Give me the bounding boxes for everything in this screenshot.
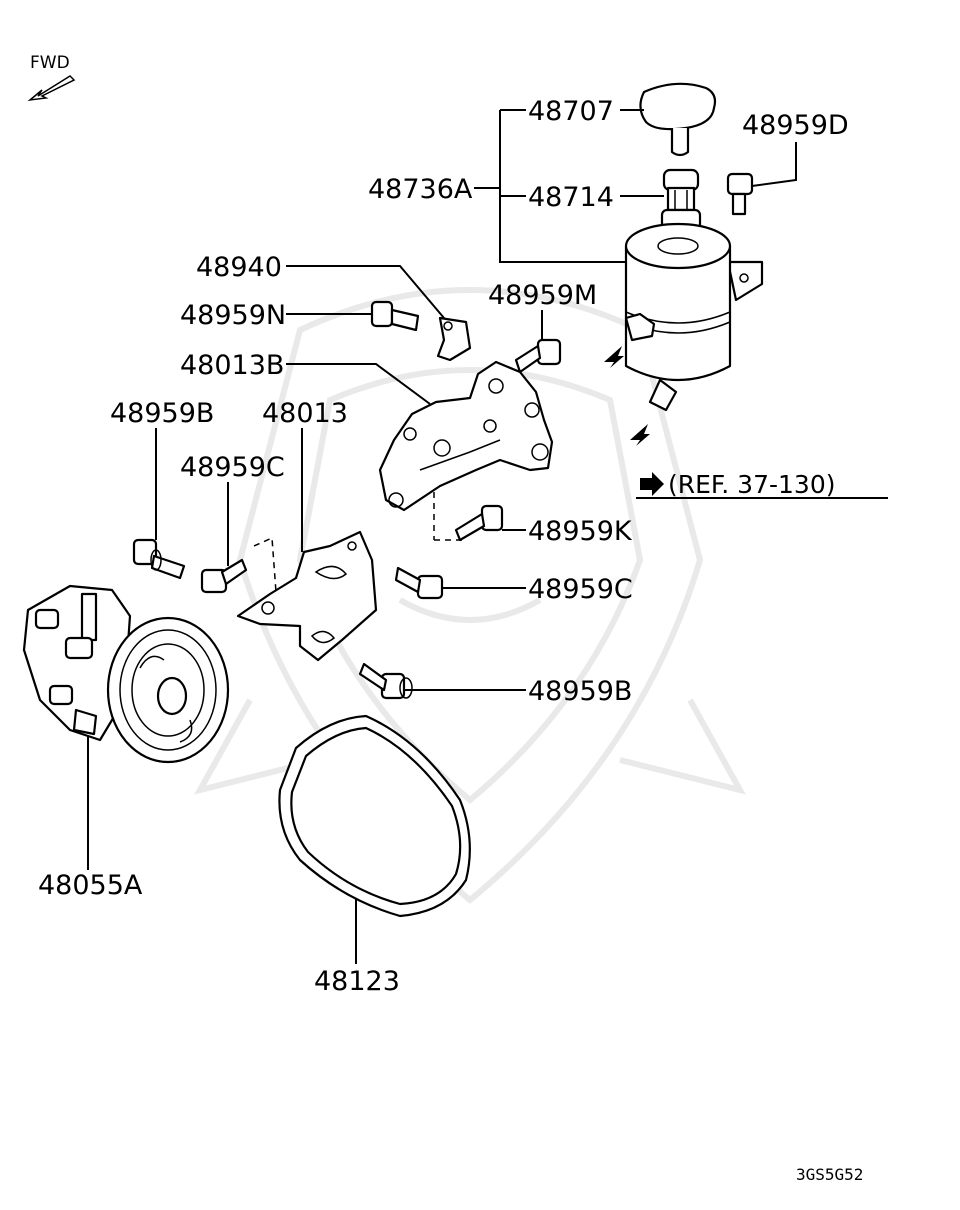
label-48707: 48707 [528, 96, 614, 127]
label-48959c-left: 48959C [180, 452, 285, 483]
leader-lines [87, 109, 888, 964]
bracket-48940 [436, 316, 472, 362]
label-48959k: 48959K [528, 516, 633, 547]
fwd-indicator: FWD [27, 53, 76, 102]
label-48959m: 48959M [488, 280, 597, 311]
bolt-48959n [370, 300, 420, 332]
label-48959c-right: 48959C [528, 574, 633, 605]
reference-note: (REF. 37-130) [640, 470, 835, 499]
fwd-label: FWD [30, 53, 70, 73]
label-48123: 48123 [314, 966, 400, 997]
label-48959b-top: 48959B [110, 398, 214, 429]
bolt-48959k [454, 504, 504, 542]
label-48940: 48940 [196, 252, 282, 283]
label-48055a: 48055A [38, 870, 143, 901]
fwd-arrow-icon [27, 75, 76, 102]
label-48736a: 48736A [368, 174, 473, 205]
label-48959d: 48959D [742, 110, 849, 141]
label-48959n: 48959N [180, 300, 286, 331]
drawing-code: 3GS5G52 [796, 1165, 863, 1184]
bolt-48959b-left [132, 538, 186, 580]
bracket-48013b [378, 360, 554, 541]
reference-label: (REF. 37-130) [668, 470, 835, 499]
bolt-48959d [726, 172, 754, 216]
bolt-48959m [514, 338, 562, 374]
bolt-48959c-left [200, 558, 248, 594]
label-48959b-right: 48959B [528, 676, 632, 707]
bracket-48013 [236, 530, 378, 662]
bolt-48959b-right [358, 662, 413, 700]
label-48714: 48714 [528, 182, 614, 213]
label-48013b: 48013B [180, 350, 284, 381]
reference-arrow-icon [640, 472, 664, 496]
power-steering-pump [22, 584, 230, 764]
reservoir-cap [639, 82, 717, 157]
part-labels: 48707 48959D 48736A 48714 48940 48959M 4… [38, 96, 849, 997]
inlet-arrow-icon [630, 424, 650, 446]
bolt-48959c-right [394, 566, 444, 600]
outlet-arrow-icon [604, 346, 624, 368]
drive-belt [278, 714, 471, 918]
reservoir-tank [604, 222, 764, 446]
label-48013: 48013 [262, 398, 348, 429]
